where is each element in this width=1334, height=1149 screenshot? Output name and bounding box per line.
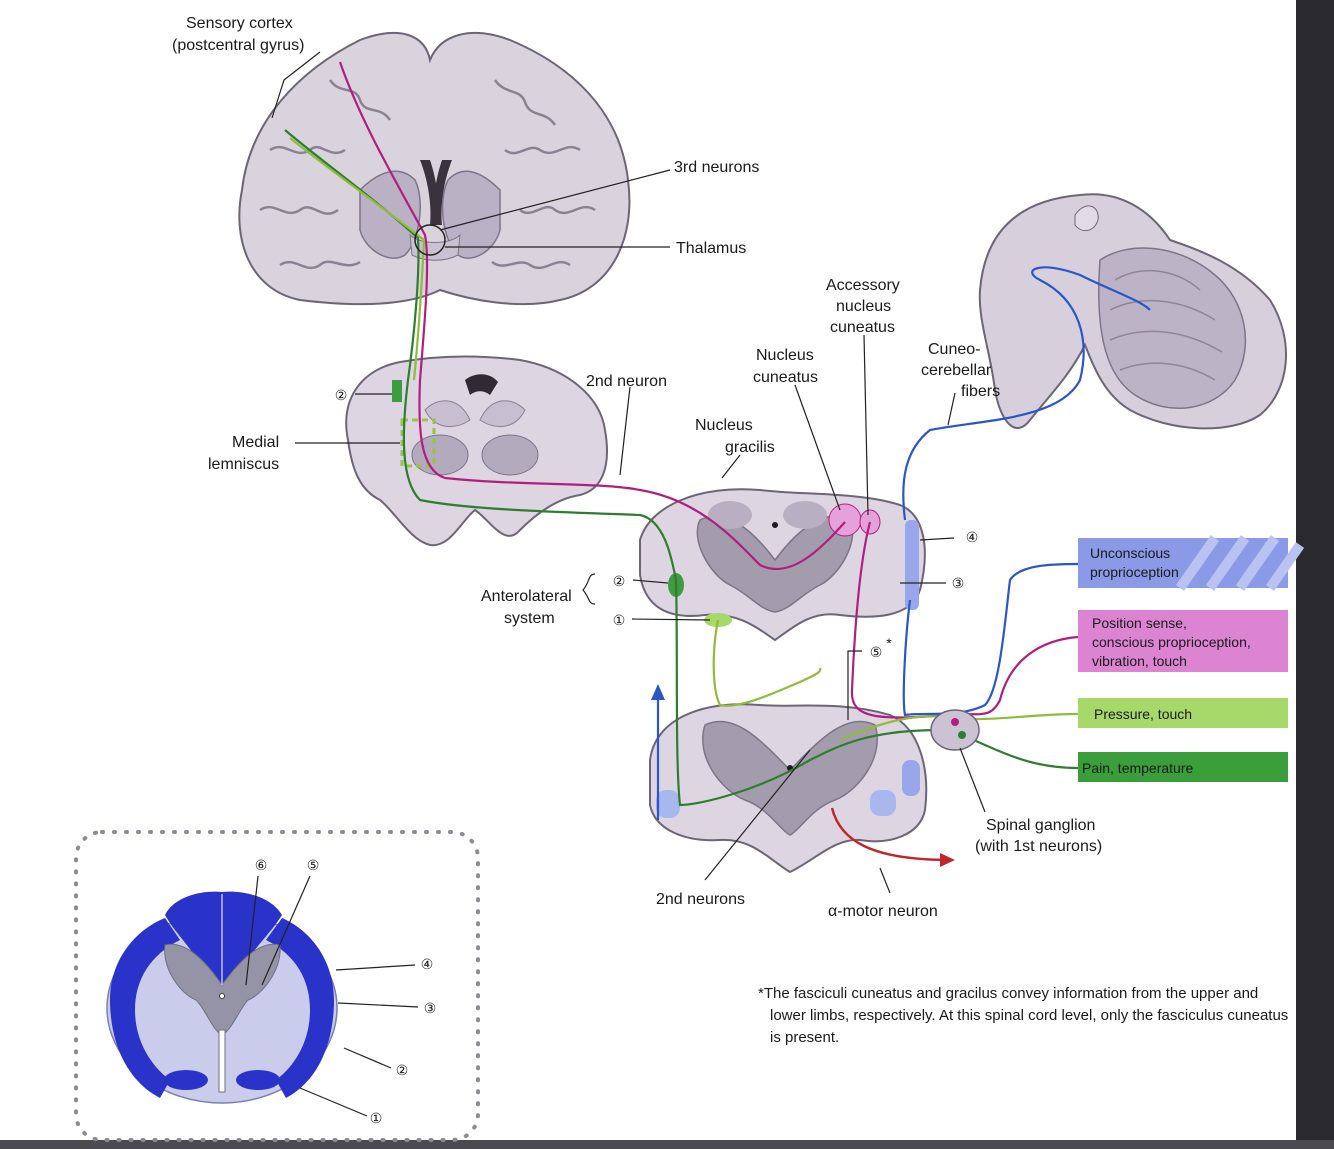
legend-unconscious-line1: Unconscious (1090, 545, 1170, 561)
label-nucleus-cuneatus: Nucleus (756, 347, 814, 364)
inset-cord-cross-section (107, 892, 337, 1103)
legend: Unconscious proprioception Position sens… (1078, 538, 1300, 782)
spinal-ganglion (931, 710, 979, 750)
label-second-neurons: 2nd neurons (656, 891, 745, 908)
label-accessory-nucleus: Accessory (826, 277, 900, 294)
footnote-line2: lower limbs, respectively. At this spina… (770, 1007, 1288, 1024)
label-accessory-nucleus-3: cuneatus (830, 319, 895, 336)
legend-conscious-line1: Position sense, (1092, 615, 1187, 631)
page-bottom-edge (0, 1140, 1334, 1149)
footnote-line1: *The fasciculi cuneatus and gracilus con… (758, 985, 1258, 1002)
marker-5-cord: ⑤ (870, 644, 883, 660)
label-nucleus-cuneatus-2: cuneatus (753, 369, 818, 386)
inset-marker-6: ⑥ (255, 857, 268, 873)
medulla-section (346, 356, 607, 545)
label-cuneocerebellar-2: cerebellar (921, 362, 992, 379)
legend-pressure-label: Pressure, touch (1094, 706, 1192, 722)
legend-conscious-line2: conscious proprioception, (1092, 634, 1251, 650)
cervical-spinal-cord-section (640, 489, 925, 640)
inset-marker-5: ⑤ (307, 857, 320, 873)
legend-unconscious-line2: proprioception (1090, 564, 1179, 580)
cerebellum-section (980, 194, 1286, 428)
label-third-neurons: 3rd neurons (674, 159, 759, 176)
inset-panel: ⑥ ⑤ ④ ③ ② ① (76, 832, 478, 1140)
footnote: *The fasciculi cuneatus and gracilus con… (758, 985, 1288, 1046)
legend-conscious-proprioception: Position sense, conscious proprioception… (1078, 610, 1288, 672)
inset-marker-2: ② (396, 1062, 409, 1078)
label-sensory-cortex-sub: (postcentral gyrus) (172, 37, 305, 54)
lower-spinal-cord-section (650, 704, 926, 872)
label-spinal-ganglion-2: (with 1st neurons) (975, 838, 1102, 855)
marker-2-anterolateral: ② (613, 573, 626, 589)
legend-conscious-line3: vibration, touch (1092, 653, 1187, 669)
label-alpha-motor-neuron: α-motor neuron (828, 903, 938, 920)
marker-star: * (886, 635, 892, 651)
inset-marker-1: ① (370, 1110, 383, 1126)
label-thalamus: Thalamus (676, 240, 746, 257)
label-accessory-nucleus-2: nucleus (836, 298, 891, 315)
page-edge-shadow (1296, 0, 1334, 1149)
label-anterolateral-system-2: system (504, 610, 555, 627)
label-medial-lemniscus-2: lemniscus (208, 456, 279, 473)
label-medial-lemniscus: Medial (232, 434, 279, 451)
marker-2-medulla: ② (335, 387, 348, 403)
label-second-neuron: 2nd neuron (586, 373, 667, 390)
brain-coronal-section (239, 33, 629, 304)
label-nucleus-gracilis: Nucleus (695, 417, 753, 434)
footnote-line3: is present. (770, 1029, 839, 1046)
label-sensory-cortex: Sensory cortex (186, 15, 293, 32)
legend-pain-temperature: Pain, temperature (1078, 752, 1288, 782)
label-spinal-ganglion: Spinal ganglion (986, 817, 1095, 834)
inset-marker-4: ④ (421, 956, 434, 972)
label-cuneocerebellar: Cuneo- (928, 341, 980, 358)
inset-marker-3: ③ (424, 1000, 437, 1016)
marker-4-cord: ④ (966, 529, 979, 545)
label-nucleus-gracilis-2: gracilis (725, 439, 775, 456)
legend-unconscious-proprioception: Unconscious proprioception (1078, 538, 1300, 588)
legend-pain-label: Pain, temperature (1082, 760, 1193, 776)
label-cuneocerebellar-3: fibers (961, 383, 1000, 400)
marker-1-anterolateral: ① (613, 612, 626, 628)
legend-pressure-touch: Pressure, touch (1078, 698, 1288, 728)
label-anterolateral-system: Anterolateral (481, 588, 572, 605)
marker-3-cord: ③ (952, 575, 965, 591)
